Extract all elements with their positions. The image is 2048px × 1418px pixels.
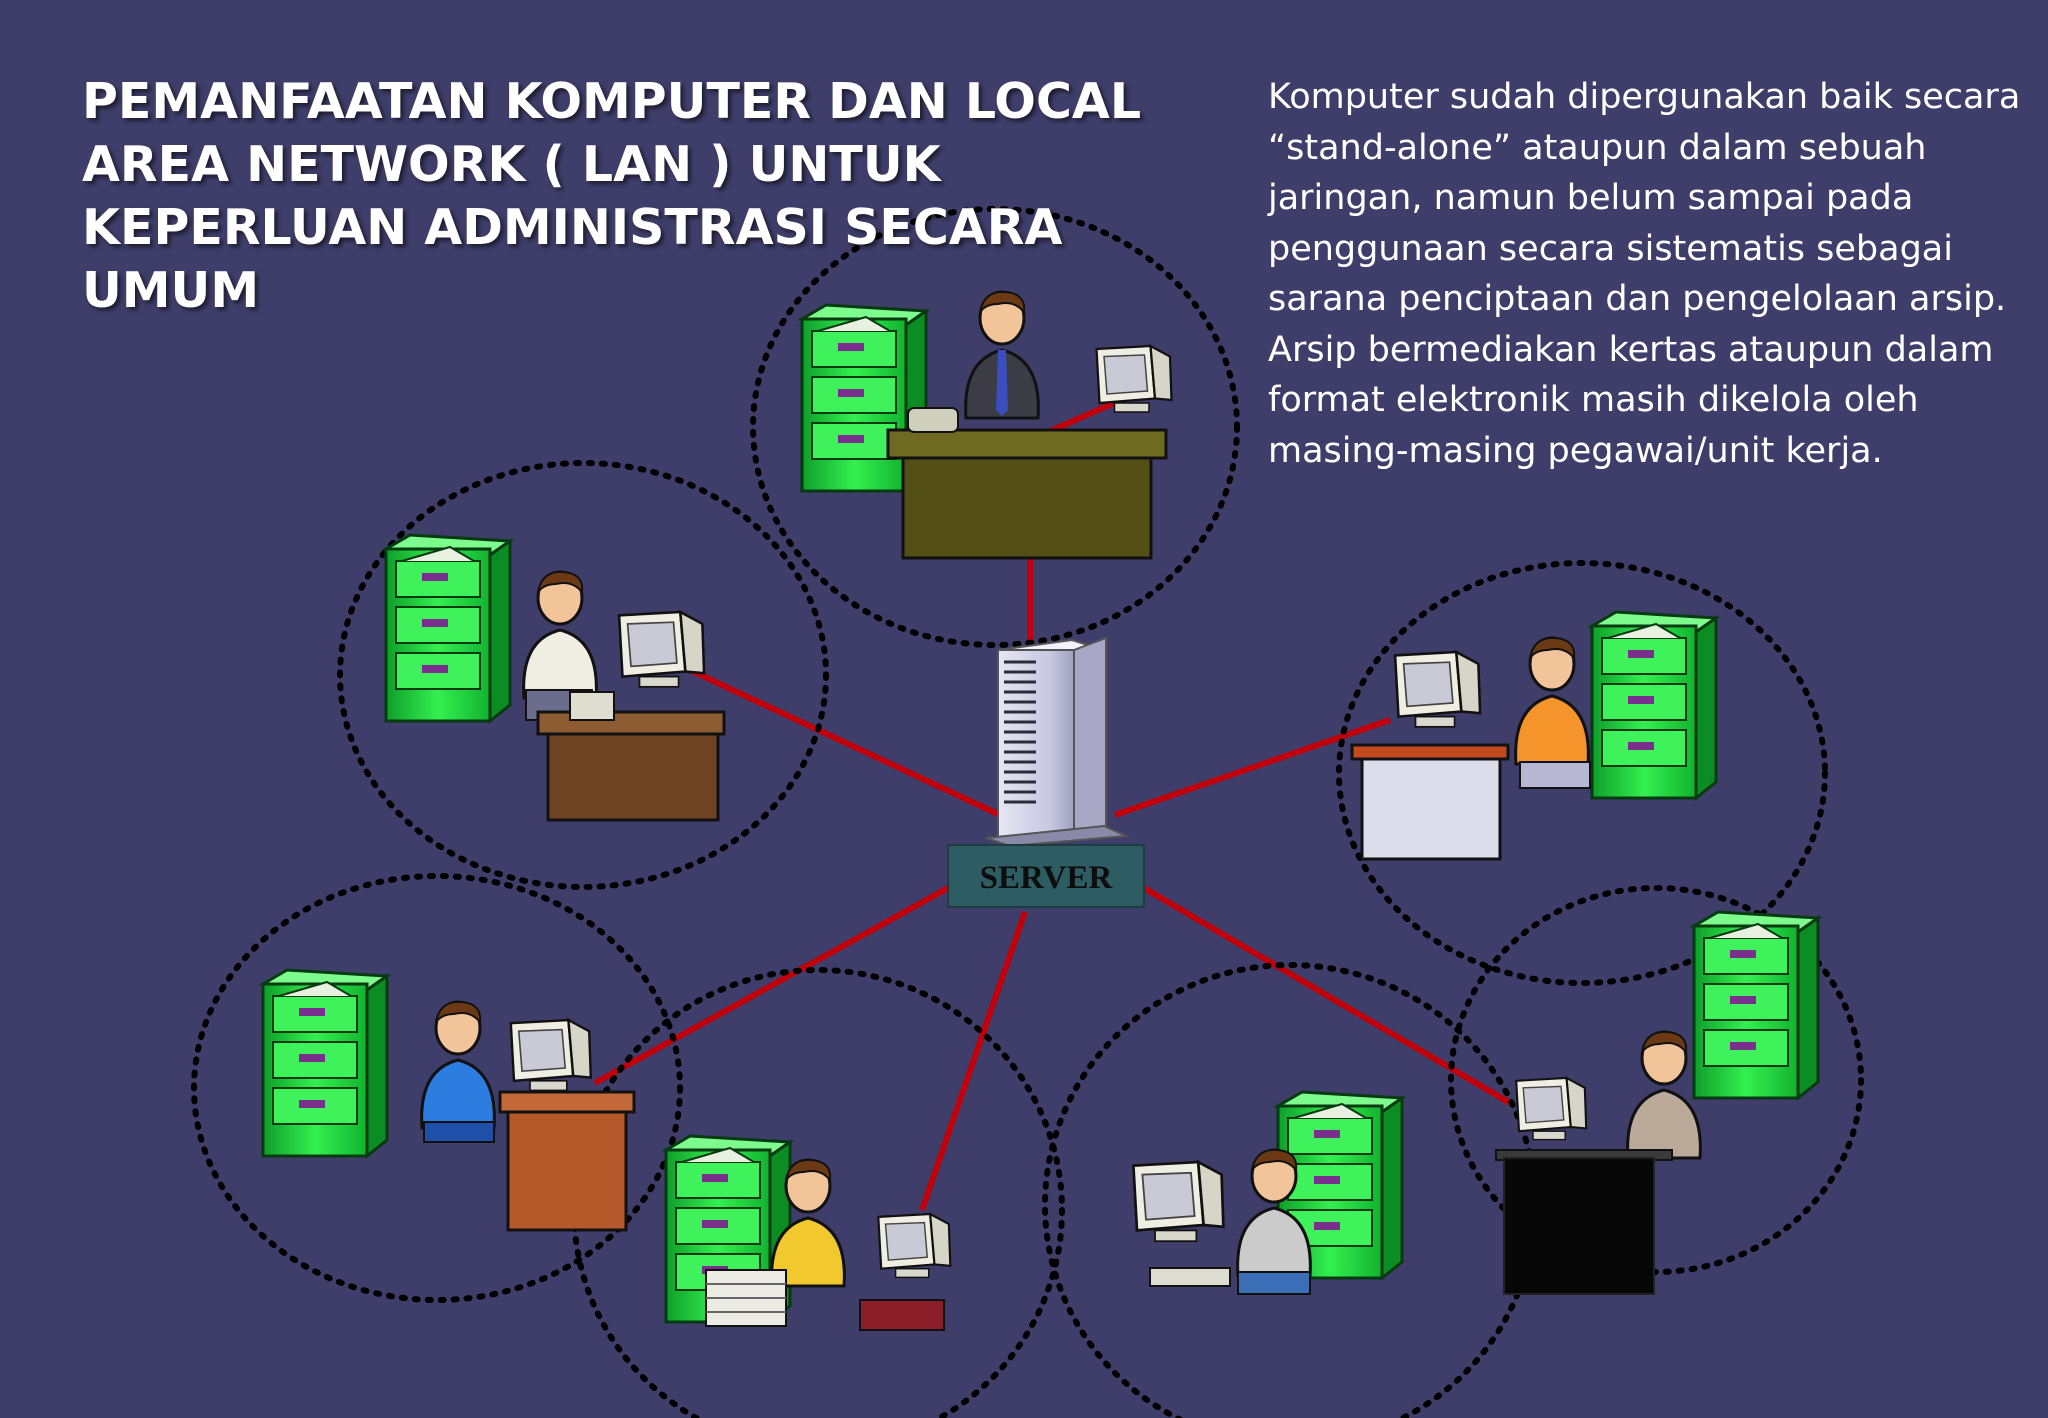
man-icon — [1626, 1030, 1702, 1160]
link-black-desk — [1142, 885, 1512, 1106]
workstation-clerk — [384, 533, 726, 822]
zone-circle-manager — [750, 206, 1240, 648]
monitor-icon — [509, 1018, 592, 1092]
slide-description: Komputer sudah dipergunakan baik secara … — [1268, 77, 2021, 471]
zone-circle-worker — [191, 873, 683, 1303]
workstation-man — [1132, 1090, 1404, 1295]
workstation-worker — [261, 968, 636, 1232]
keyboard-icon — [1149, 1267, 1231, 1287]
zone-circle-operator — [1336, 560, 1828, 986]
workstation-woman — [664, 1134, 952, 1331]
network-links — [593, 393, 1512, 1211]
slide-title: PEMANFAATAN KOMPUTER DAN LOCAL AREA NETW… — [82, 73, 1142, 319]
keyboard-icon — [569, 691, 615, 721]
monitor-icon — [877, 1212, 952, 1279]
server-label: SERVER — [947, 844, 1145, 908]
server-label-text: SERVER — [980, 860, 1114, 896]
monitor-icon — [617, 610, 706, 689]
filing-cabinet-icon — [261, 968, 389, 1158]
workstation-manager — [800, 290, 1173, 560]
filing-cabinet-icon — [384, 533, 512, 723]
telephone-icon — [907, 407, 959, 433]
desk-icon — [886, 428, 1168, 560]
link-worker — [593, 885, 950, 1086]
manager-icon — [964, 290, 1040, 420]
zone-circle-black-desk — [1448, 885, 1864, 1275]
server-tower — [985, 636, 1130, 848]
worker-icon — [420, 1000, 496, 1143]
filing-cabinet-icon — [1590, 610, 1718, 800]
paper-stack-icon — [705, 1269, 945, 1331]
desk-icon — [1350, 743, 1510, 861]
link-operator — [1114, 717, 1391, 818]
monitor-icon — [1393, 650, 1482, 729]
workstation-black-desk — [1495, 910, 1820, 1295]
man-icon — [1236, 1148, 1312, 1295]
monitor-icon — [1515, 1076, 1588, 1141]
zone-circle-clerk — [337, 460, 829, 890]
filing-cabinet-icon — [1692, 910, 1820, 1100]
operator-icon — [1514, 636, 1591, 789]
desk-icon — [536, 710, 726, 822]
desk-icon — [1495, 1149, 1673, 1295]
workstation-operator — [1350, 610, 1718, 861]
link-clerk — [688, 667, 1002, 818]
link-woman — [919, 911, 1028, 1211]
desk-icon — [498, 1090, 636, 1232]
monitor-icon — [1132, 1160, 1225, 1243]
monitor-icon — [1095, 344, 1173, 414]
